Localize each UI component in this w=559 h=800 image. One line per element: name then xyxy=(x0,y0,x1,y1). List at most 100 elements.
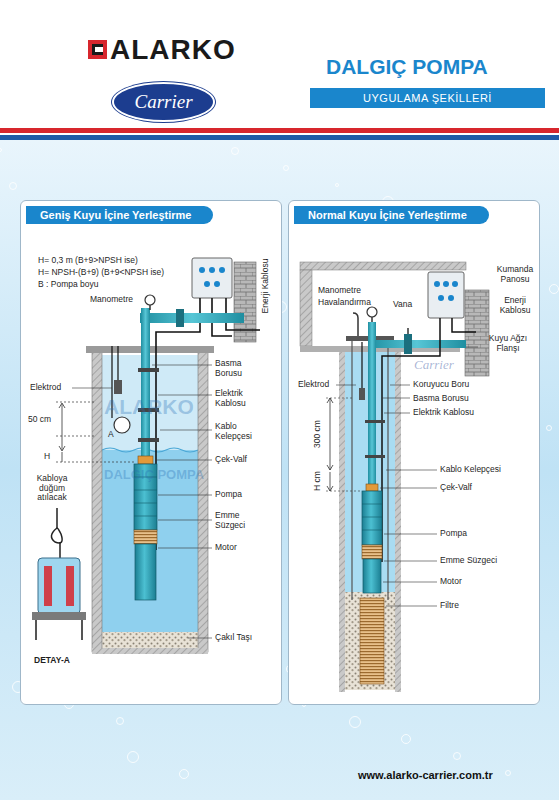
logo-text: ALARKO xyxy=(110,34,236,65)
pressure-gauge xyxy=(367,307,377,317)
panel-heading: Normal Kuyu İçine Yerleştirme xyxy=(294,206,489,224)
float-detail xyxy=(38,558,80,614)
filter xyxy=(360,598,384,684)
bubble xyxy=(506,771,511,776)
part-label: Çek-Valf xyxy=(440,483,472,493)
part-label: Koruyucu Boru xyxy=(413,380,469,390)
building-wall xyxy=(300,270,312,346)
leader-lines xyxy=(336,347,478,606)
header-ground xyxy=(0,0,559,128)
brand-oval: Carrier xyxy=(112,82,215,122)
watermark: Carrier xyxy=(414,358,454,373)
part-label: Vana xyxy=(393,300,412,310)
dimension-label: 50 cm xyxy=(28,415,51,425)
discharge-pipe xyxy=(141,308,150,458)
check-valve xyxy=(138,456,153,464)
cable-knot xyxy=(51,528,62,543)
bubble xyxy=(350,717,361,728)
panel-heading: Geniş Kuyu İçine Yerleştirme xyxy=(26,206,213,224)
check-valve xyxy=(366,484,378,491)
part-label: Manometre xyxy=(90,295,133,305)
note: B : Pompa boyu xyxy=(38,280,98,290)
blue-stripe xyxy=(0,135,559,140)
part-label: Kumanda Panosu xyxy=(492,265,538,284)
logo-icon xyxy=(88,40,107,59)
panel-ground xyxy=(20,200,282,705)
bubble xyxy=(232,148,239,155)
part-label: Manometre xyxy=(318,286,361,296)
dimension-label: H xyxy=(44,452,50,462)
borehole-wall xyxy=(395,352,401,692)
discharge-pipe xyxy=(368,322,376,484)
motor xyxy=(363,559,381,593)
electrode xyxy=(359,388,365,400)
electric-cable xyxy=(382,318,440,562)
part-label: Çek-Valf xyxy=(215,455,247,465)
control-panel xyxy=(428,272,464,318)
note: H= NPSH-(B+9) (B+9<NPSH ise) xyxy=(38,268,164,278)
brick-wall xyxy=(465,290,489,376)
bubble xyxy=(117,718,124,725)
part-label: Enerji Kablosu xyxy=(492,296,538,315)
logo-icon xyxy=(95,47,103,52)
suction-strainer xyxy=(362,545,382,559)
part-label: Emme Süzgeci xyxy=(440,556,497,566)
well-floor xyxy=(92,648,208,654)
subtitle-band: UYGULAMA ŞEKİLLERİ xyxy=(310,88,545,108)
dimension-label: H cm xyxy=(313,470,323,492)
part-label: Havalandırma xyxy=(318,298,371,308)
valve xyxy=(176,309,184,327)
part-label: Çakıl Taşı xyxy=(215,633,252,643)
part-label: Pompa xyxy=(440,529,467,539)
part-label: Kablo Kelepçesi xyxy=(215,422,263,441)
part-label: Kablo Kelepçesi xyxy=(440,465,501,475)
bubble xyxy=(454,753,461,760)
air-vent xyxy=(353,313,358,336)
electrode xyxy=(114,380,122,394)
discharge-pipe xyxy=(140,313,244,323)
part-label: Elektrik Kablosu xyxy=(215,389,259,408)
part-label: Motor xyxy=(215,543,237,553)
node-text: Carrier xyxy=(134,91,192,113)
part-label: Enerji Kablosu xyxy=(261,258,271,315)
panel-ground xyxy=(288,200,540,705)
dimension-label: 300 cm xyxy=(313,419,323,449)
part-label: Elektrod xyxy=(30,383,61,393)
control-panel xyxy=(192,258,232,298)
note: Kabloya düğüm atılacak xyxy=(26,474,78,503)
gravel-pack xyxy=(345,592,395,690)
valve xyxy=(404,334,412,354)
bubble xyxy=(0,149,2,152)
detail-label: DETAY-A xyxy=(34,656,70,666)
part-label: Kuyu Ağzı Flanşı xyxy=(480,334,536,353)
building-slab xyxy=(300,262,466,270)
pump xyxy=(362,491,382,545)
part-label: Basma Borusu xyxy=(215,359,259,378)
part-label: Basma Borusu xyxy=(413,394,469,404)
part-label: Emme Süzgeci xyxy=(215,511,263,530)
part-label: Motor xyxy=(440,577,462,587)
bubble xyxy=(180,770,189,779)
well-air xyxy=(102,355,198,455)
motor xyxy=(135,544,156,600)
part-label: Pompa xyxy=(215,490,242,500)
red-stripe xyxy=(0,128,559,133)
bubbles xyxy=(0,148,559,779)
dimension xyxy=(330,398,331,470)
bubble xyxy=(128,752,139,763)
bubble xyxy=(550,285,559,294)
note: H= 0,3 m (B+9>NPSH ise) xyxy=(38,256,138,266)
borehole-wall xyxy=(339,352,345,692)
callout-letter: A xyxy=(108,430,114,440)
part-label: Elektrod xyxy=(298,380,329,390)
cable xyxy=(452,318,476,332)
watermark: ALARKO xyxy=(104,395,194,419)
node-text: UYGULAMA ŞEKİLLERİ xyxy=(363,92,492,104)
well-wall xyxy=(92,352,102,652)
suction-strainer xyxy=(134,530,157,544)
bubble xyxy=(336,184,339,187)
dimension xyxy=(62,404,63,450)
part-label: Filtre xyxy=(440,601,459,611)
